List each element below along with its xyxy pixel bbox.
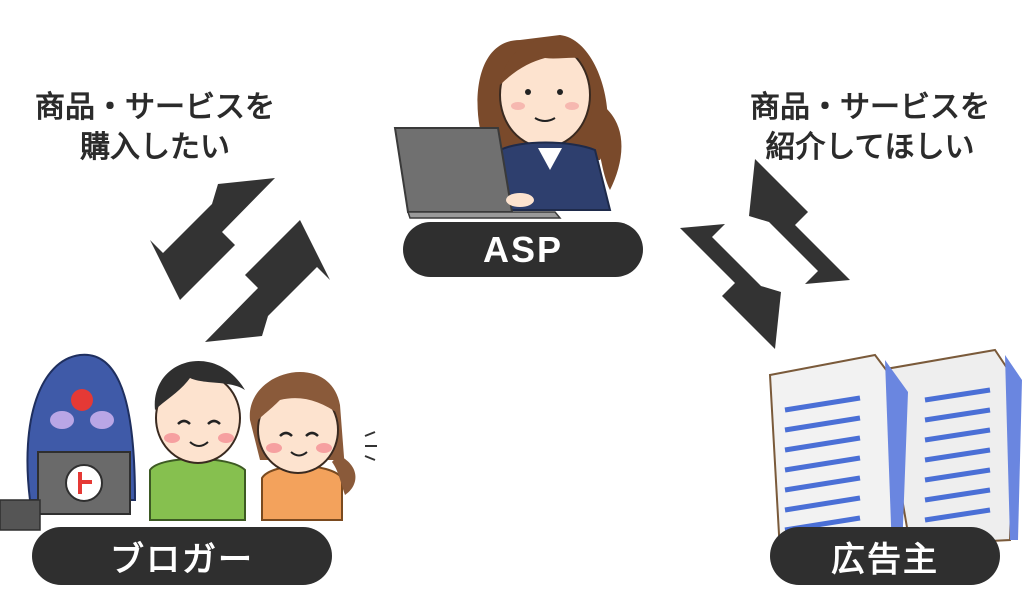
blogger-illustration: [0, 353, 377, 531]
caption-advertiser-want: 商品・サービスを 紹介してほしい: [750, 90, 990, 165]
node-label-advertiser: 広告主: [770, 527, 1000, 585]
caption-blogger-want: 商品・サービスを 購入したい: [35, 90, 275, 165]
arrow-asp-to-advertiser: [680, 224, 781, 349]
arrows: [150, 159, 850, 349]
advertiser-buildings-illustration: [768, 348, 1022, 553]
asp-person-illustration: [393, 35, 622, 219]
arrow-blogger-to-asp: [150, 178, 275, 300]
node-label-asp: ASP: [403, 222, 643, 277]
arrow-asp-to-blogger: [205, 220, 330, 342]
arrow-advertiser-to-asp: [749, 159, 850, 284]
node-label-blogger: ブロガー: [32, 527, 332, 585]
